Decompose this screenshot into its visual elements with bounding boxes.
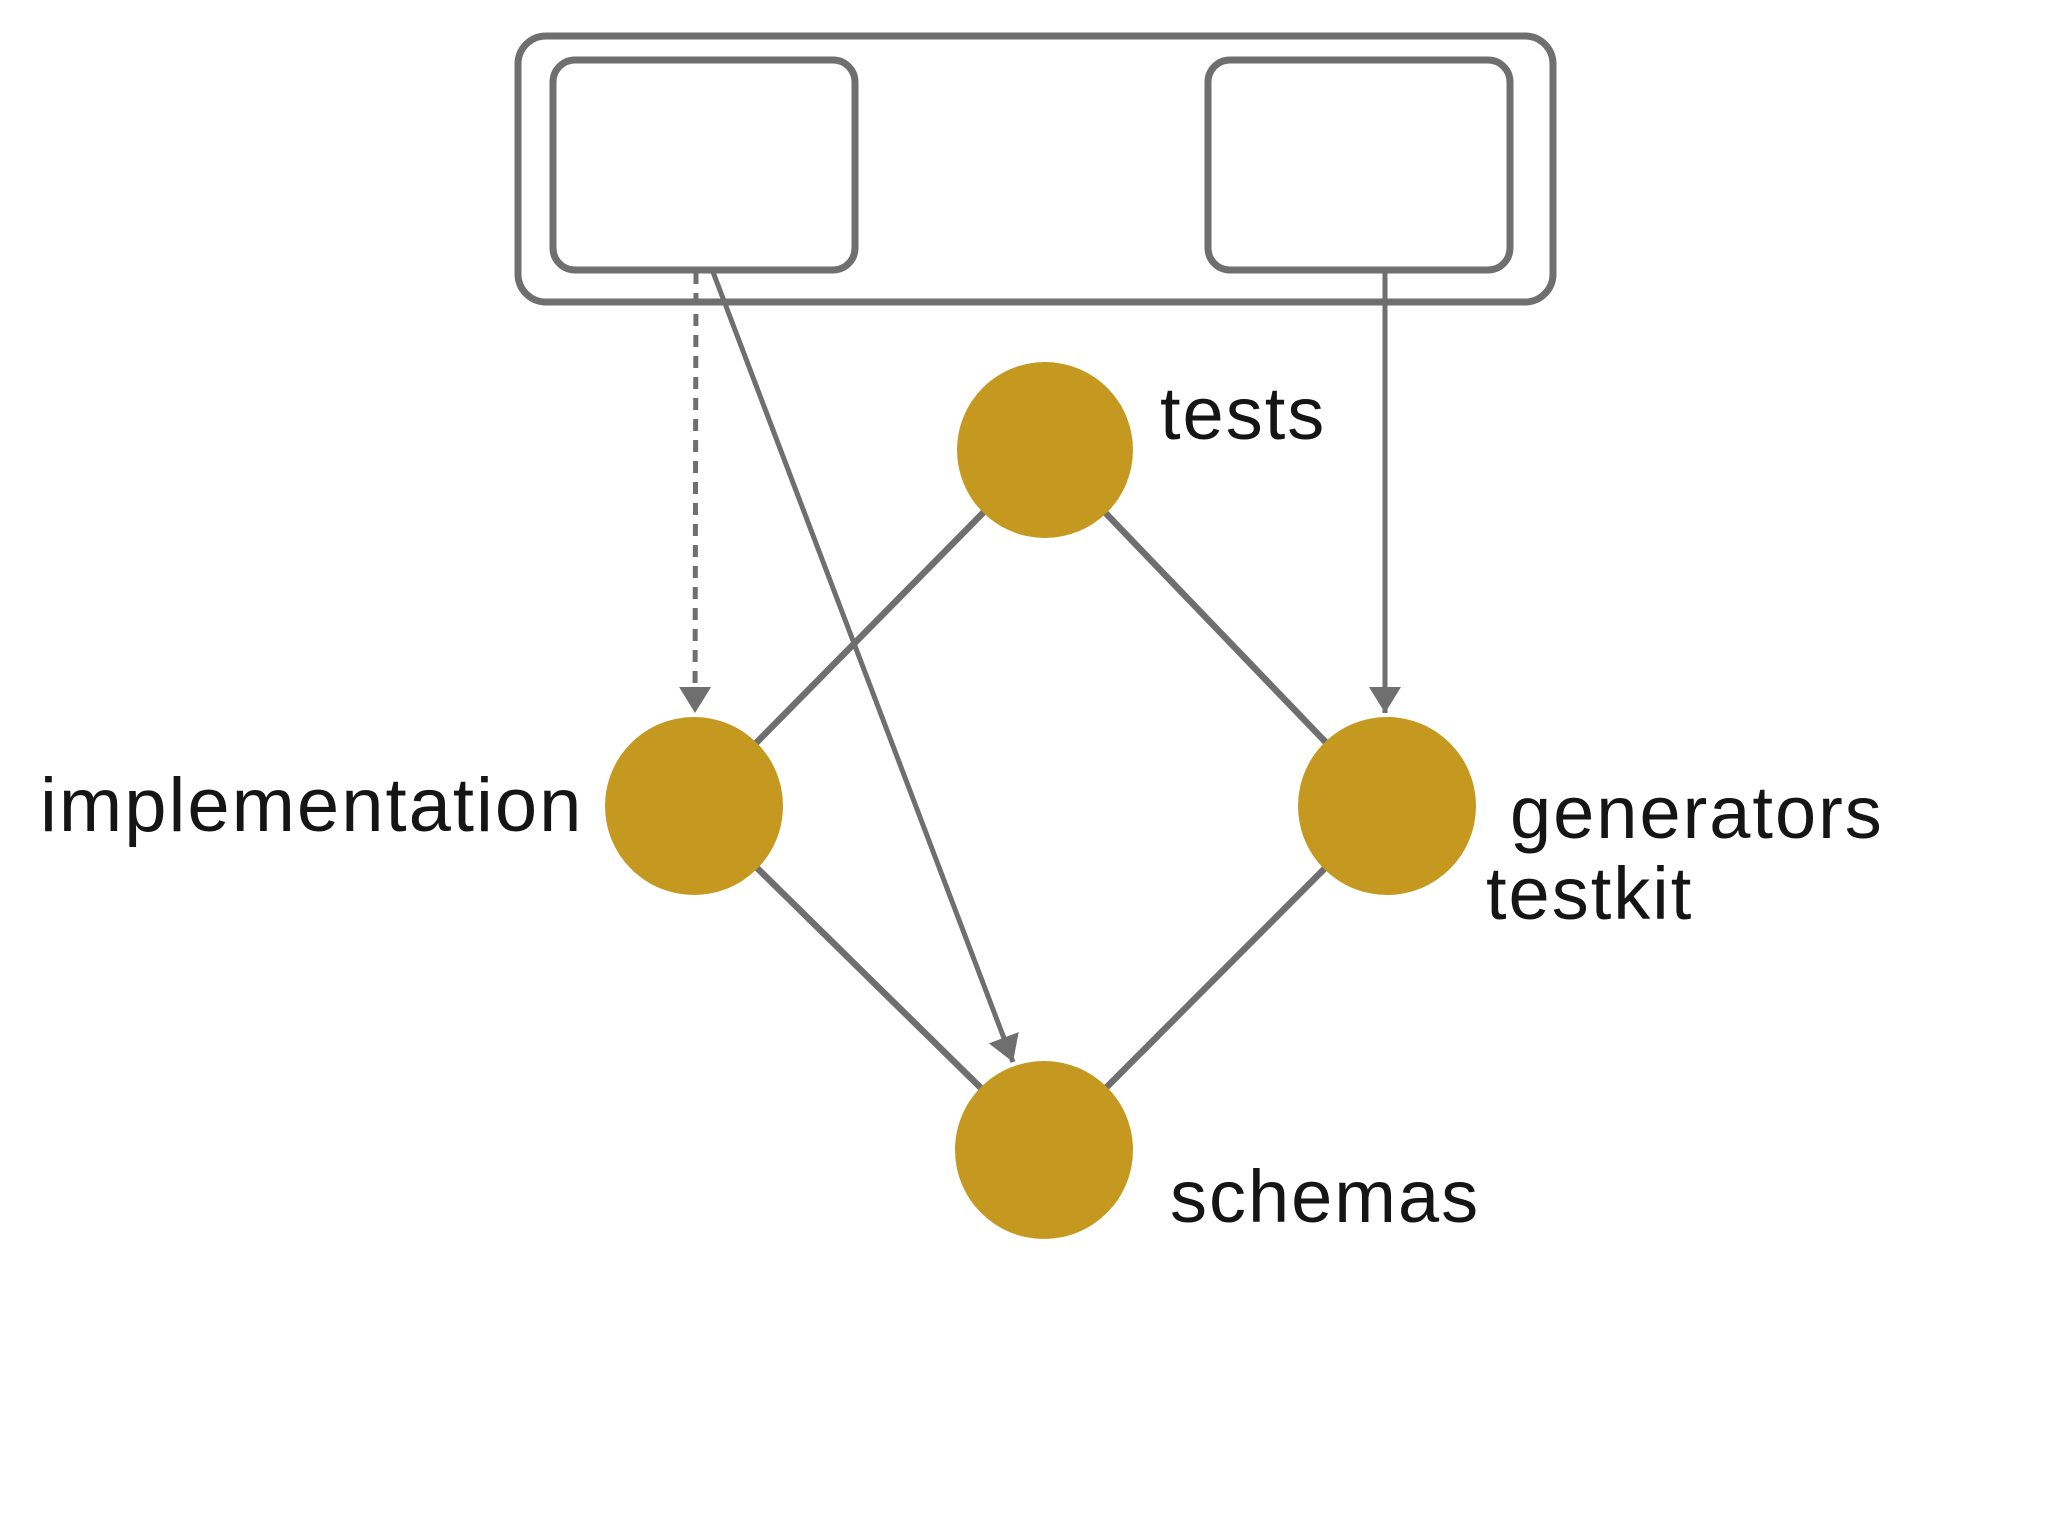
label-implementation: implementation <box>40 763 584 848</box>
node-schemas <box>955 1061 1133 1239</box>
module-nodes <box>605 362 1476 1239</box>
arrow-left-slot-to-implementation <box>679 271 712 714</box>
package-container <box>514 32 1557 306</box>
package-outer-box <box>514 32 1557 306</box>
node-implementation <box>605 717 783 895</box>
dependency-arrows <box>679 271 1401 1063</box>
container-right-slot <box>1204 56 1514 274</box>
node-generators-testkit <box>1298 717 1476 895</box>
arrow-left-slot-to-schemas <box>710 271 1019 1063</box>
label-tests: tests <box>1160 372 1327 455</box>
edge-lines <box>691 447 1390 1153</box>
label-testkit: testkit <box>1486 852 1694 935</box>
container-left-slot <box>549 56 859 274</box>
label-generators: generators <box>1510 771 1884 854</box>
node-tests <box>957 362 1133 538</box>
label-schemas: schemas <box>1170 1155 1481 1238</box>
